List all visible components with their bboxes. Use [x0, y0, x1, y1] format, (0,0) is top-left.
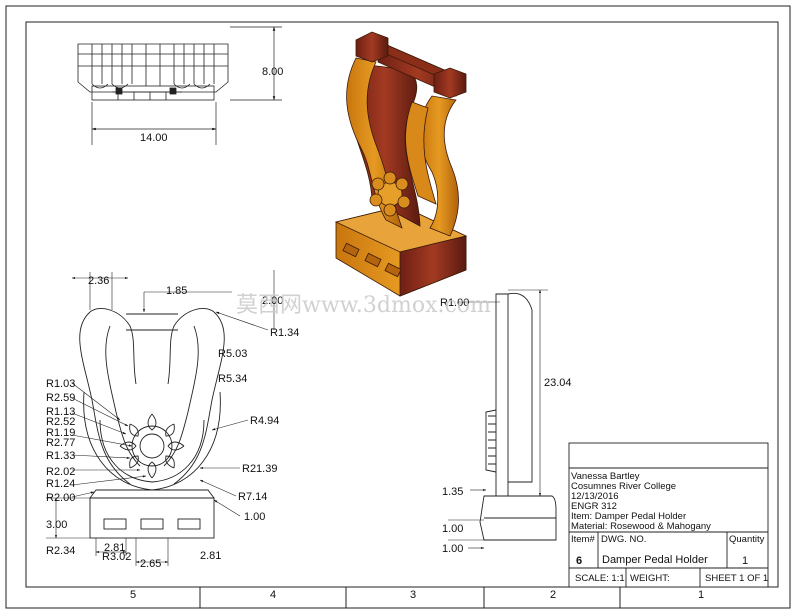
isometric-view — [334, 31, 468, 297]
dim-label: 2.81 — [200, 550, 221, 562]
school-name: Cosumnes River College — [571, 481, 676, 492]
dim-label: R5.03 — [218, 348, 247, 360]
zone-label: 2 — [550, 589, 556, 601]
zone-ticks — [199, 587, 621, 608]
zone-label: 4 — [270, 589, 276, 601]
dim-label: 2.36 — [88, 275, 109, 287]
side-view-leaders — [448, 289, 548, 550]
side-view-dimension-labels: R1.00 23.04 1.35 1.00 1.00 — [440, 297, 572, 555]
dim-label: R2.00 — [46, 492, 75, 504]
drawing-date: 12/13/2016 — [571, 491, 619, 502]
dim-label: 1.00 — [442, 543, 463, 555]
dim-label: 23.04 — [544, 377, 572, 389]
item-description: Item: Damper Pedal Holder — [571, 511, 686, 522]
side-view — [479, 292, 557, 541]
front-view — [79, 308, 225, 539]
top-view — [77, 43, 229, 101]
item-number: 6 — [576, 555, 582, 567]
zone-label: 5 — [130, 589, 136, 601]
dim-label: R7.14 — [238, 491, 267, 503]
dim-label: R2.59 — [46, 392, 75, 404]
dwg-number-label: DWG. NO. — [601, 534, 646, 545]
dim-label: R4.94 — [250, 415, 279, 427]
dim-label: R1.00 — [440, 297, 469, 309]
dim-height: 8.00 — [262, 66, 283, 78]
dim-label: R1.34 — [270, 327, 299, 339]
dim-label: 2.65 — [140, 558, 161, 570]
dim-label: R1.33 — [46, 450, 75, 462]
dim-label: R5.34 — [218, 373, 247, 385]
dim-label: R1.19 — [46, 427, 75, 439]
quantity-label: Quantity — [729, 534, 765, 545]
dim-label: 1.35 — [442, 486, 463, 498]
dim-label: 2.00 — [262, 295, 283, 307]
dim-label: R2.52 — [46, 416, 75, 428]
dim-label: 2.81 — [104, 542, 125, 554]
title-block — [568, 442, 769, 588]
author-name: Vanessa Bartley — [571, 471, 640, 482]
dim-label: R2.77 — [46, 437, 75, 449]
dim-label: 3.00 — [46, 519, 67, 531]
quantity-value: 1 — [742, 555, 748, 567]
weight-text: WEIGHT: — [630, 573, 670, 584]
top-view-dimensions — [91, 26, 282, 145]
dim-label: 1.00 — [442, 523, 463, 535]
material-description: Material: Rosewood & Mahogany — [571, 521, 711, 532]
zone-label: 1 — [698, 589, 704, 601]
dim-label: R1.03 — [46, 378, 75, 390]
scale-text: SCALE: 1:1 — [575, 573, 625, 584]
dim-width: 14.00 — [140, 132, 168, 144]
dim-label: 1.00 — [244, 511, 265, 523]
part-name: Damper Pedal Holder — [602, 554, 708, 566]
title-block-text: Vanessa Bartley Cosumnes River College 1… — [571, 471, 768, 584]
inner-border — [25, 21, 779, 588]
dim-label: R3.02 — [102, 551, 131, 563]
dim-label: 1.85 — [166, 285, 187, 297]
sheet-text: SHEET 1 OF 1 — [705, 573, 768, 584]
watermark-text: 莫西网www.3dmox.com — [236, 293, 491, 318]
zone-label: 3 — [410, 589, 416, 601]
dim-label: R2.34 — [46, 545, 75, 557]
dim-label: R1.13 — [46, 406, 75, 418]
item-number-label: Item# — [571, 534, 595, 545]
front-view-leaders — [46, 270, 275, 566]
outer-border — [5, 5, 791, 609]
course-code: ENGR 312 — [571, 501, 617, 512]
border-zone-labels: 5 4 3 2 1 — [130, 589, 704, 601]
dim-label: R1.24 — [46, 478, 75, 490]
dim-label: R2.02 — [46, 466, 75, 478]
front-view-dimension-labels: 2.36 1.85 2.00 R1.34 R5.03 R5.34 R4.94 R… — [46, 275, 299, 570]
dim-label: R21.39 — [242, 463, 277, 475]
